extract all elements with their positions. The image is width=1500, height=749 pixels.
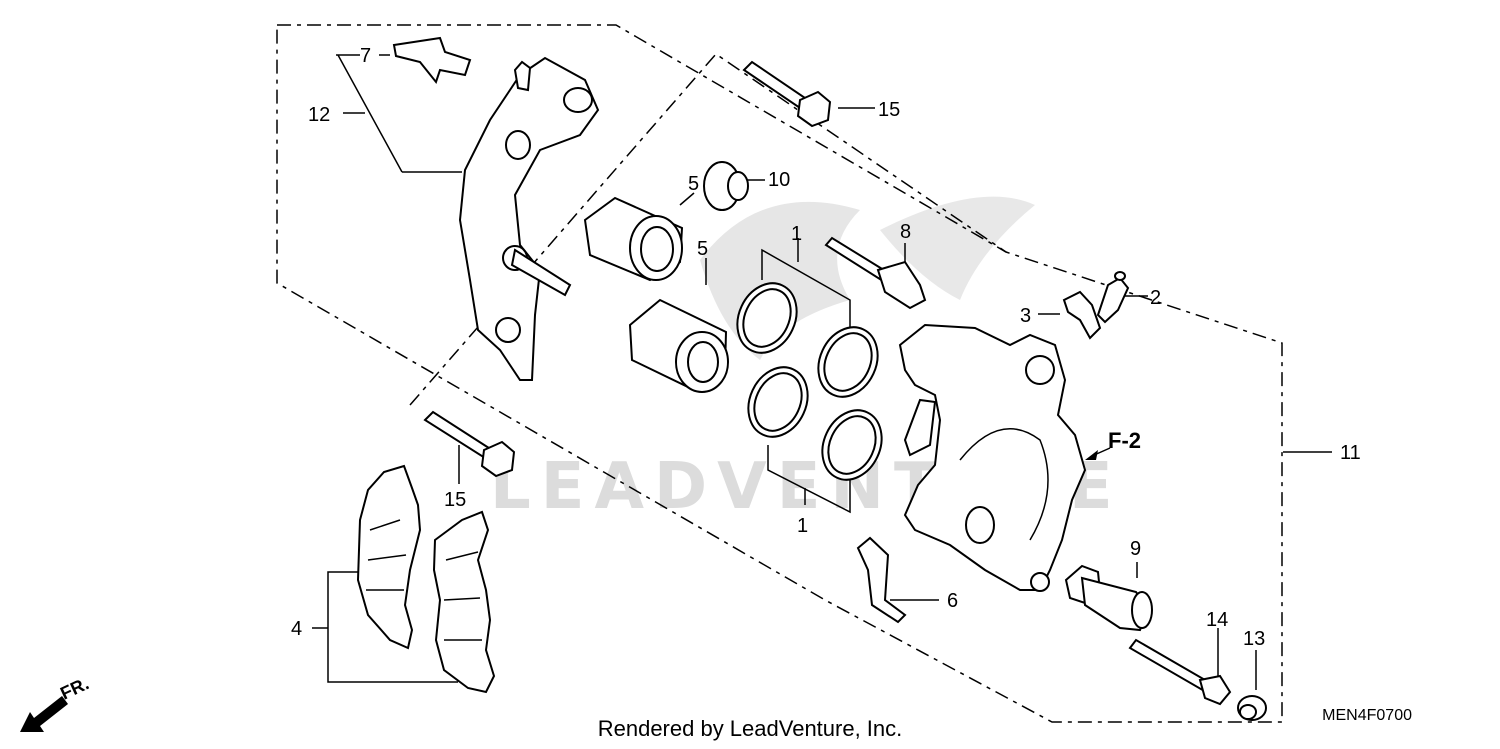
brake-pads-part [356,464,496,694]
piston-upper-part [583,196,684,282]
piston-lower-part [628,298,729,393]
pad-spring-part [392,36,472,85]
callout-14: 14 [1206,609,1228,631]
pin-boot-part [1064,564,1153,632]
callout-1-lower: 1 [797,515,808,537]
bleed-cap-part [703,161,749,211]
callout-13: 13 [1243,628,1265,650]
callout-3: 3 [1020,305,1031,327]
piston-seals-part [736,282,883,481]
callout-5-upper: 5 [688,173,699,195]
slide-pin-part [824,236,927,310]
pad-retainer-part [856,536,907,624]
callouts: 7 12 15 10 5 1 8 5 2 3 11 15 1 9 6 14 4 … [291,45,1361,650]
retaining-pin-part [1128,638,1232,706]
callout-7: 7 [360,45,371,67]
callout-1-upper: 1 [791,223,802,245]
callout-4: 4 [291,618,302,640]
caliper-body-part [898,323,1087,592]
bolt-top-part [742,60,832,128]
reference-f2: F-2 [1085,428,1141,460]
callout-6: 6 [947,590,958,612]
callout-12: 12 [308,104,330,126]
footer-credit: Rendered by LeadVenture, Inc. [597,716,903,741]
caliper-bracket-part [458,56,600,381]
reference-label: F-2 [1108,428,1141,453]
bleeder-valve-part [1096,271,1130,324]
callout-2: 2 [1150,287,1161,309]
callout-8: 8 [900,221,911,243]
callout-10: 10 [768,169,790,191]
bolt-bottom-part [423,410,516,478]
callout-9: 9 [1130,538,1141,560]
drawing-code: MEN4F0700 [1322,707,1412,724]
callout-15-top: 15 [878,99,900,121]
pin-plug-part [1237,695,1267,721]
callout-15-bottom: 15 [444,489,466,511]
callout-11: 11 [1340,442,1361,464]
bleeder-clip-part [1062,290,1102,340]
callout-5-lower: 5 [697,238,708,260]
